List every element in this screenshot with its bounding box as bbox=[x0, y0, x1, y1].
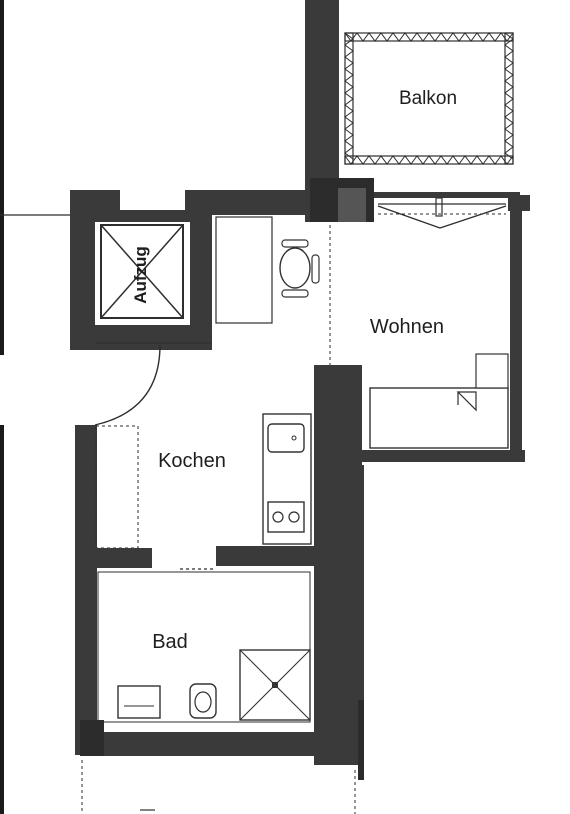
elevator-wall-right bbox=[190, 210, 212, 350]
wall-bath-corner bbox=[80, 720, 104, 756]
chair-seat bbox=[279, 247, 311, 289]
toilet-bowl bbox=[194, 691, 212, 713]
chair-front bbox=[281, 289, 309, 298]
kitchen-left-wall bbox=[75, 425, 97, 755]
balcony-railing-right-zigzag bbox=[504, 32, 514, 160]
elevator-cabin bbox=[100, 224, 184, 319]
chair-back bbox=[281, 239, 309, 248]
balcony-railing-bottom-zigzag bbox=[344, 155, 514, 165]
elevator-wall-top-inner bbox=[95, 210, 190, 222]
left-edge-strip bbox=[0, 0, 4, 355]
shower-drain bbox=[272, 682, 278, 688]
chair-arm bbox=[311, 254, 320, 284]
wall-kitchen-bath-left bbox=[96, 548, 152, 568]
wall-living-right bbox=[510, 200, 522, 462]
wall-bath-bottom bbox=[80, 732, 320, 756]
bath-inner-border bbox=[97, 571, 311, 723]
balcony-railing-left-zigzag bbox=[344, 32, 354, 160]
wall-top-right bbox=[374, 192, 520, 198]
kitchen-cabinet bbox=[95, 425, 139, 549]
balcony-door bbox=[377, 197, 507, 229]
bed-icon bbox=[369, 353, 509, 449]
kitchen: Kochen bbox=[75, 344, 312, 755]
stove-burner-left bbox=[272, 511, 284, 523]
bathroom-label: Bad bbox=[152, 631, 188, 653]
wall-central-edge bbox=[358, 700, 364, 780]
sink-icon bbox=[267, 423, 305, 453]
wall-central-lower bbox=[314, 465, 364, 765]
kitchen-label: Kochen bbox=[158, 450, 226, 472]
washbasin-icon bbox=[117, 685, 161, 719]
elevator-wall-left bbox=[70, 190, 95, 350]
corridor-niche bbox=[215, 216, 273, 324]
wall-central-upper bbox=[314, 365, 362, 465]
balcony: Balkon bbox=[344, 32, 514, 165]
living-room-label: Wohnen bbox=[370, 316, 444, 338]
kitchen-door-swing bbox=[94, 344, 161, 426]
balcony-railing-top-zigzag bbox=[344, 32, 514, 42]
bed-blanket-fold bbox=[456, 391, 477, 412]
stove-burner-right bbox=[288, 511, 300, 523]
elevator-wall-bottom bbox=[70, 325, 212, 350]
wall-kitchen-bath-right bbox=[216, 546, 316, 566]
toilet-icon bbox=[189, 683, 217, 719]
door-frame-post bbox=[435, 197, 443, 217]
door-leaf-left bbox=[377, 205, 441, 229]
door-leaf-right bbox=[439, 205, 507, 229]
elevator-label: Aufzug bbox=[131, 246, 150, 304]
elevator-shaft: Aufzug bbox=[70, 190, 212, 350]
bathroom: Bad bbox=[80, 571, 320, 756]
wall-pillar-inner bbox=[338, 188, 366, 222]
bed-frame bbox=[369, 387, 509, 449]
sink-drain bbox=[291, 435, 297, 441]
chair-icon bbox=[279, 239, 320, 298]
stove-icon bbox=[267, 501, 305, 533]
wall-living-bottom bbox=[360, 450, 525, 462]
balcony-label: Balkon bbox=[399, 88, 457, 109]
bed-pillow bbox=[475, 353, 509, 389]
left-edge-strip-lower bbox=[0, 425, 4, 814]
elevator-cross-b bbox=[100, 224, 184, 319]
